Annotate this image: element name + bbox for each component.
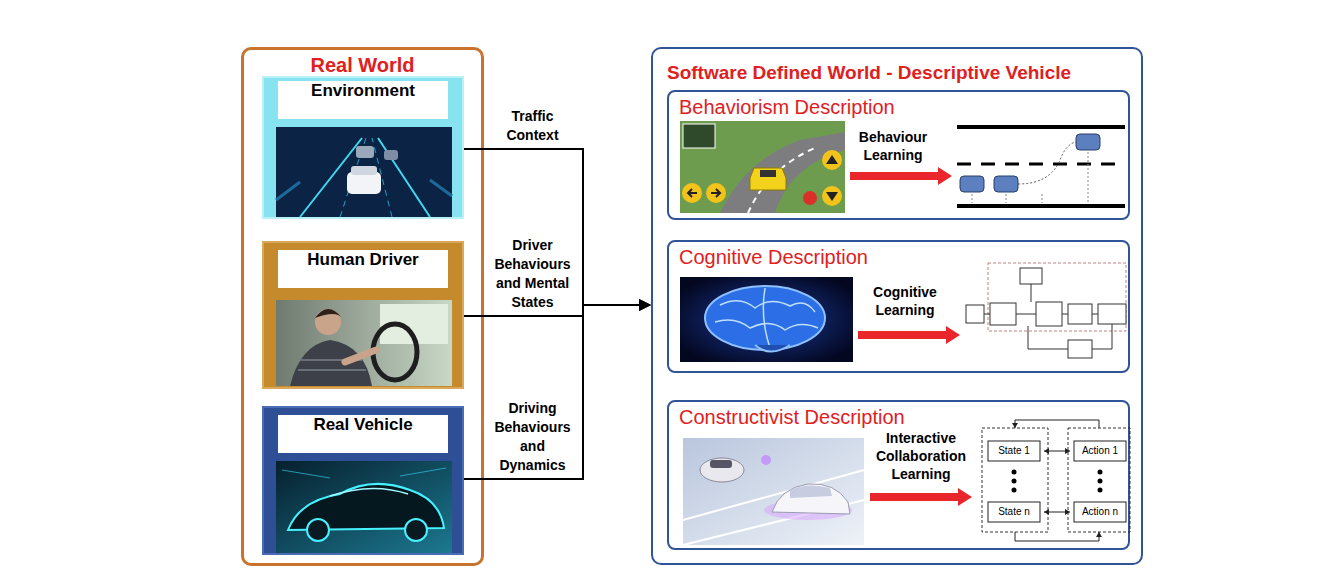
arrow-label: Behaviour Learning [846, 128, 940, 164]
box-title: Behaviorism Description [679, 95, 1128, 119]
driving-game-picture [680, 121, 845, 213]
box-title: Cognitive Description [679, 245, 1128, 269]
edge-label: Traffic Context [486, 107, 579, 145]
brain-picture [680, 277, 853, 362]
arrow-head [639, 299, 651, 311]
arrow-label: Interactive Collaboration Learning [866, 429, 976, 483]
edge-label: Driving Behaviours and Dynamics [486, 399, 579, 475]
environment-picture [276, 127, 452, 217]
box-title: Environment [278, 81, 448, 119]
learning-arrow [850, 167, 952, 185]
lane-change-figure [957, 125, 1125, 208]
cognitive-block-diagram [966, 263, 1126, 358]
connector [464, 299, 651, 479]
box-title: Human Driver [278, 250, 448, 288]
box-title: Real Vehicle [278, 415, 448, 453]
vehicle-picture [276, 461, 452, 553]
state-label: Action 1 [1074, 443, 1126, 459]
connector [464, 299, 651, 316]
box-title: Software Defined World - Descriptive Veh… [667, 61, 1141, 85]
arrow-label: Cognitive Learning [858, 283, 952, 319]
learning-arrow [858, 326, 960, 344]
connector [464, 149, 651, 311]
edge-label: Driver Behaviours and Mental States [486, 236, 579, 312]
state-label: Action n [1074, 504, 1126, 520]
driver-photo [276, 300, 452, 386]
state-label: State 1 [988, 443, 1040, 459]
arrow-head [639, 299, 651, 311]
state-action-diagram [982, 420, 1130, 541]
box-title: Constructivist Description [679, 405, 1128, 429]
state-label: State n [988, 504, 1040, 520]
connector-line [464, 305, 641, 479]
arrow-head [639, 299, 651, 311]
connected-cars-picture [683, 438, 864, 545]
learning-arrow [870, 488, 972, 506]
box-title: Real World [244, 53, 481, 77]
